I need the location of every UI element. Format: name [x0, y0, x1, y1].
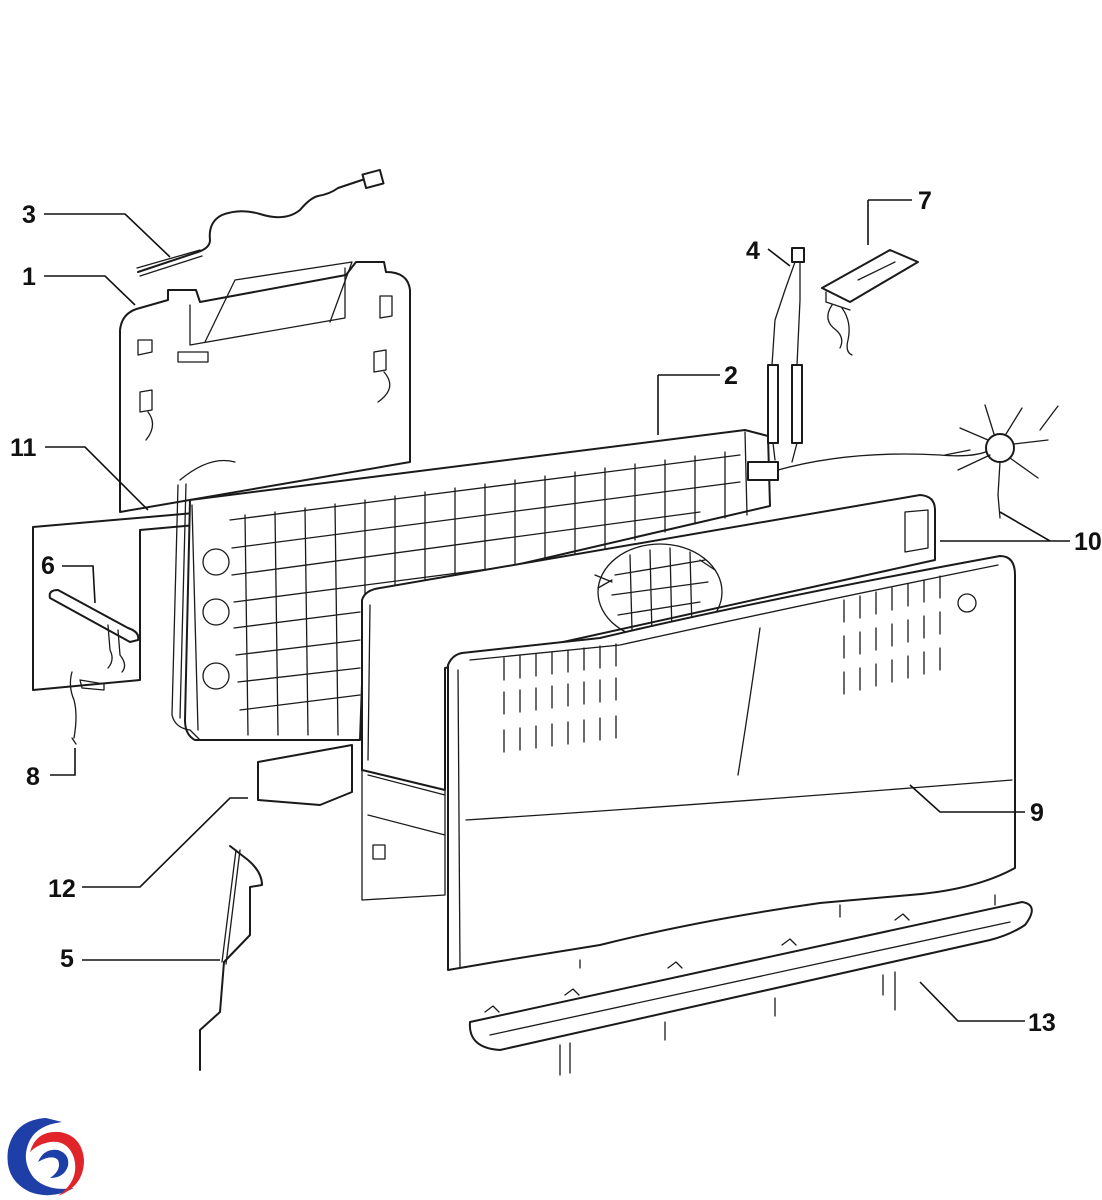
- callout-13: 13: [1028, 1009, 1056, 1037]
- leader-lines: [44, 199, 1070, 1022]
- brand-swirl-logo-icon: [7, 1118, 84, 1196]
- callout-11: 11: [10, 434, 37, 462]
- callout-8: 8: [26, 763, 40, 791]
- callout-10: 10: [1074, 528, 1102, 556]
- callout-3: 3: [22, 201, 36, 229]
- part-4-thermal-fuse: [747, 247, 991, 481]
- part-1-back-plate: [119, 261, 411, 513]
- callout-1: 1: [22, 263, 36, 291]
- part-13-bottom-strip: [468, 894, 1033, 1076]
- part-6-bracket: [48, 589, 140, 673]
- part-3-sensor-probe: [136, 168, 385, 277]
- part-12-block: [257, 744, 353, 806]
- part-5-support-rod: [199, 845, 263, 1071]
- left-vent-slots: [503, 643, 617, 753]
- evaporator-fins: [229, 451, 741, 736]
- callout-9: 9: [1030, 799, 1044, 827]
- callout-labels: 1 2 3 4 5 6 7 8 9 10 11 12 13: [10, 187, 1102, 1037]
- callout-7: 7: [918, 187, 932, 215]
- callout-2: 2: [724, 362, 738, 390]
- callout-12: 12: [48, 875, 76, 903]
- part-2-evaporator: [171, 429, 771, 741]
- callout-6: 6: [41, 552, 55, 580]
- callout-5: 5: [60, 945, 74, 973]
- callout-4: 4: [746, 237, 760, 265]
- part-9-front-cover: [447, 555, 1016, 971]
- part-10-fan: [944, 404, 1059, 519]
- right-vent-slots: [843, 575, 941, 695]
- part-8-spring-clip: [69, 671, 105, 745]
- part-7-clip: [821, 249, 919, 356]
